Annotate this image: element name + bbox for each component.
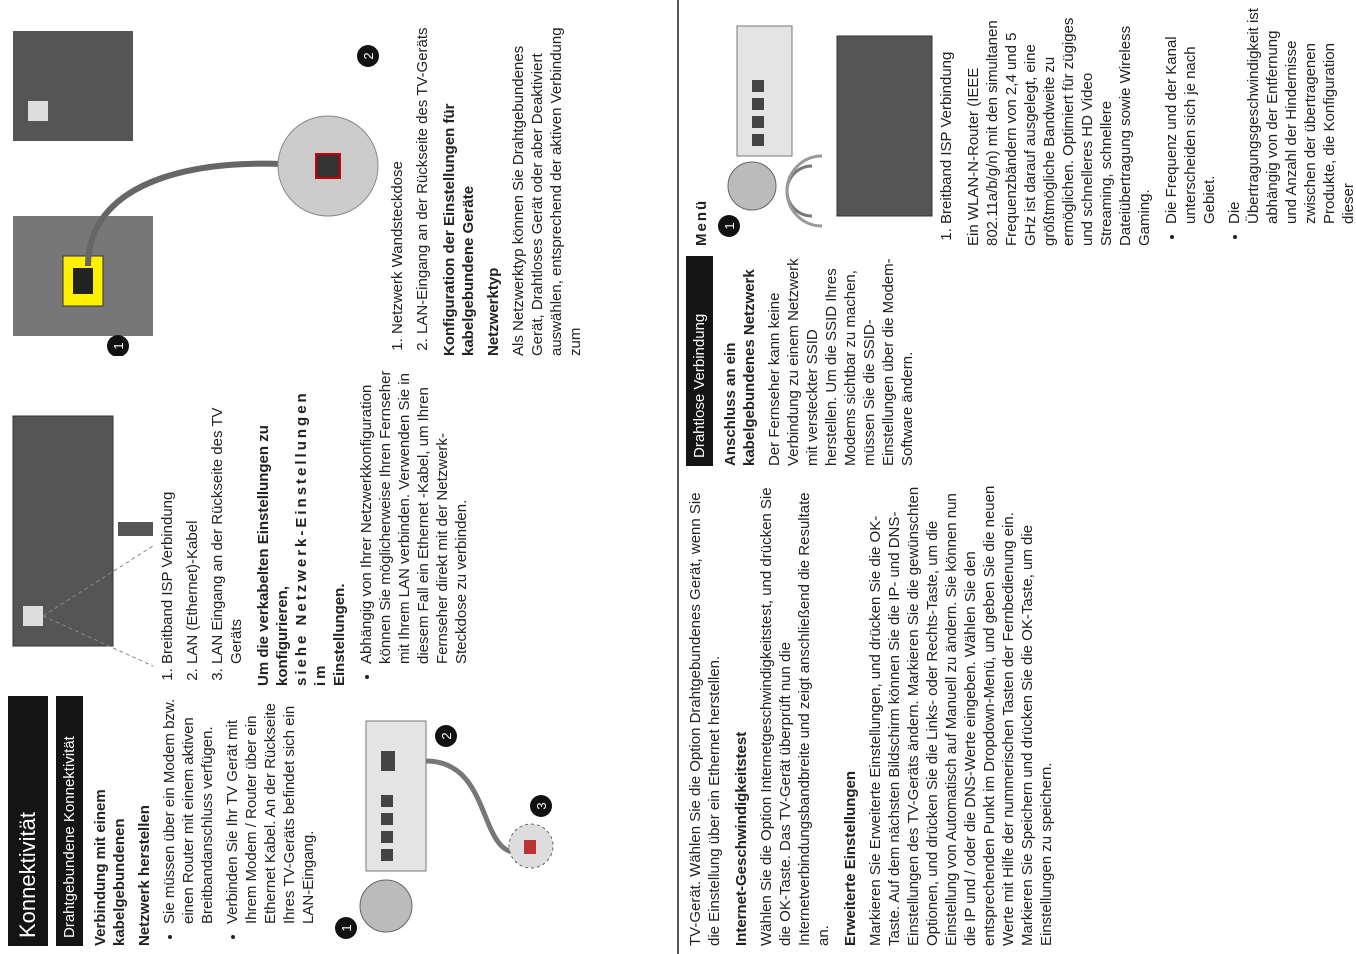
tv-lan-diagram [12, 415, 154, 667]
left-page-column-1: Konnektivität Drahtgebundene Konnektivit… [8, 696, 556, 946]
wireless-bullet: Die Übertragungsgeschwindigkeit ist abhä… [1225, 6, 1356, 224]
manual-page-left: Konnektivität Drahtgebundene Konnektivit… [0, 0, 678, 954]
callout-1: 1 [722, 222, 737, 229]
right-page-column-1: TV-Gerät. Wählen Sie die Option Drahtgeb… [686, 476, 1064, 946]
wired-bullet: Verbinden Sie Ihr TV Gerät mit Ihrem Mod… [223, 696, 318, 924]
nettype-text: Als Netzwerktyp können Sie Drahtgebunden… [510, 27, 584, 356]
callout-1: 1 [111, 342, 126, 349]
wireless-router-icon [736, 25, 793, 157]
legend-item: LAN (Ethernet)-Kabel [183, 366, 202, 664]
network-cable [85, 160, 309, 267]
router-icon [365, 720, 427, 872]
advanced-text: Markieren Sie Erweiterte Einstellungen, … [867, 485, 1055, 946]
legend-item: Breitband ISP Verbindung [158, 366, 177, 664]
wired-bullets: Sie müssen über ein Modem bzw. einen Rou… [160, 696, 318, 946]
tv-icon [12, 415, 114, 647]
legend-list-3: Breitband ISP Verbindung [937, 6, 956, 246]
wired-subheading: Netzwerk herstellen [136, 805, 153, 946]
wireless-text: Der Fernseher kann keine Verbindung zu e… [766, 258, 916, 466]
right-page-column-3: Menü 1 Breitband ISP Verbindung Ein WLAN… [686, 6, 1356, 246]
right-page-column-2: Drahtlose Verbindung Anschluss an ein ka… [686, 256, 925, 466]
config-text-2: siehe Netzwerk-Einstellungen im [293, 390, 329, 686]
tv-back-icon [13, 31, 133, 141]
wired-bullet: Sie müssen über ein Modem bzw. einen Rou… [160, 696, 217, 924]
legend-item: Breitband ISP Verbindung [937, 6, 956, 224]
manual-page-right: TV-Gerät. Wählen Sie die Option Drahtgeb… [678, 0, 1356, 954]
lan-bullets: Abhängig von Ihrer Netzwerkkonfiguration… [357, 366, 471, 686]
wireless-bullets: Die Frequenz und der Kanal unterscheiden… [1162, 6, 1356, 246]
wired-heading: Verbindung mit einem kabelgebundenen [92, 789, 128, 946]
advanced-heading: Erweiterte Einstellungen [842, 770, 859, 946]
section-bar-wireless: Drahtlose Verbindung [686, 256, 713, 466]
legend-list-2: Netzwerk Wandsteckdose LAN-Eingang an de… [388, 11, 432, 356]
speed-heading: Internet-Geschwindigkeitstest [733, 731, 750, 946]
wireless-bullet: Die Frequenz und der Kanal unterscheiden… [1162, 6, 1219, 224]
left-page-column-2: Breitband ISP Verbindung LAN (Ethernet)-… [8, 366, 479, 686]
callout-2: 2 [361, 52, 376, 59]
left-page-column-3: 1 2 Netzwerk Wandsteckdose LAN-Eingang a… [8, 11, 593, 356]
legend-item: LAN-Eingang an der Rückseite des TV-Gerä… [413, 11, 432, 334]
callout-1: 1 [339, 924, 354, 931]
legend-list-1: Breitband ISP Verbindung LAN (Ethernet)-… [158, 366, 246, 686]
menu-label: Menü [693, 198, 710, 246]
globe-icon [727, 161, 777, 211]
section-bar-wired: Drahtgebundene Konnektivität [56, 696, 83, 946]
callout-2: 2 [439, 732, 454, 739]
globe-icon [359, 879, 413, 933]
callout-3: 3 [534, 802, 549, 809]
router-text: Ein WLAN-N-Router (IEEE 802.11a/b/g/n) m… [965, 17, 1153, 246]
wireless-heading: Anschluss an ein kabelgebundenes Netzwer… [722, 269, 758, 466]
config-text-3: Einstellungen. [331, 583, 348, 686]
legend-item: Netzwerk Wandsteckdose [388, 11, 407, 334]
wall-socket-diagram: 1 2 [13, 31, 379, 356]
speed-text: Wählen Sie die Option Internetgeschwindi… [758, 487, 832, 946]
tv-icon [836, 35, 933, 217]
router-connection-diagram: 1 2 3 [335, 720, 554, 939]
page-title: Konnektivität [8, 696, 48, 946]
lan-bullet: Abhängig von Ihrer Netzwerkkonfiguration… [357, 366, 471, 665]
legend-item: LAN Eingang an der Rückseite des TV Gerä… [208, 366, 246, 664]
config-heading: Konfiguration der Einstellungen für kabe… [441, 103, 477, 357]
intro-text: TV-Gerät. Wählen Sie die Option Drahtgeb… [687, 492, 723, 946]
config-text: Um die verkabelten Einstellungen zu konf… [255, 425, 291, 686]
wireless-router-diagram: 1 [718, 25, 933, 237]
nettype-heading: Netzwerktyp [485, 267, 502, 356]
